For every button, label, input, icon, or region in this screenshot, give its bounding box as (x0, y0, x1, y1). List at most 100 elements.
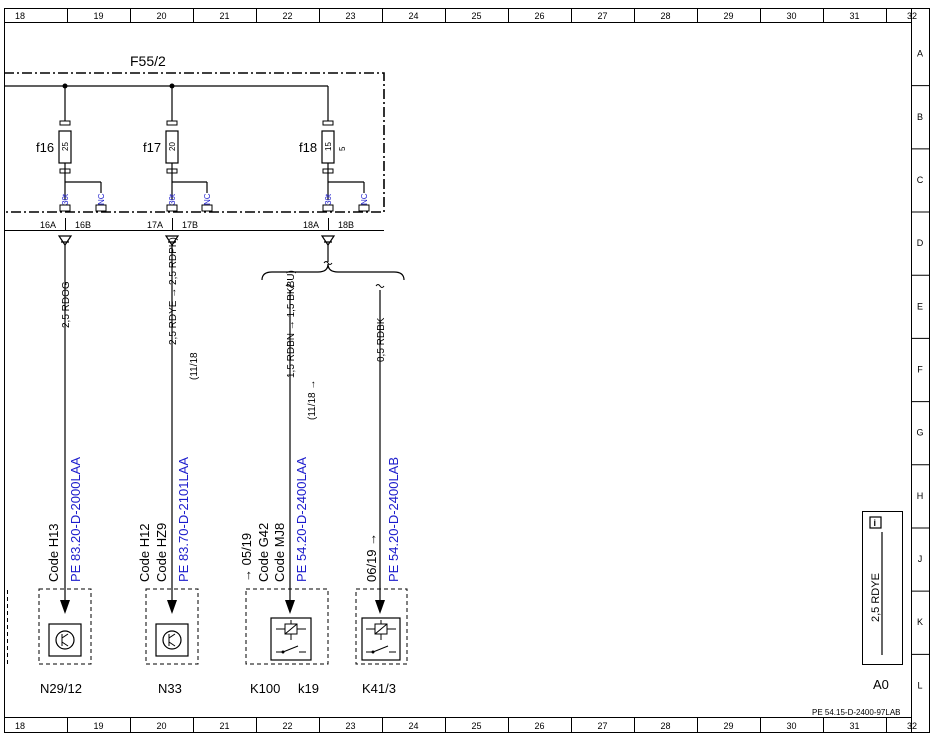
pin-label: NC (360, 193, 369, 205)
fuse-rating: 20 (168, 142, 177, 151)
relay-icon (270, 617, 312, 661)
wire-rdye[interactable] (167, 245, 177, 614)
row-letter: D (917, 238, 924, 248)
wire-rdog[interactable] (60, 245, 70, 614)
diagram-frame (4, 8, 930, 733)
component-code: Code G42 (256, 523, 271, 582)
transistor-icon (155, 623, 189, 657)
column-number: 30 (786, 11, 796, 21)
pin-label: NC (203, 193, 212, 205)
fuse-box-label: F55/2 (130, 53, 166, 69)
component-ref-link[interactable]: PE 54.20-D-2400LAA (294, 457, 309, 582)
component-sub: k19 (298, 681, 319, 696)
column-number: 27 (597, 11, 607, 21)
column-number: 22 (282, 11, 292, 21)
column-number: 24 (408, 721, 418, 731)
document-reference: PE 54.15-D-2400-97LAB (812, 708, 901, 717)
row-letter: E (917, 301, 923, 311)
component-ref-link[interactable]: PE 83.70-D-2101LAA (176, 457, 191, 582)
wire-label: 1,5 RDBN → 1,5 BKBU) (286, 270, 297, 378)
row-letter: F (917, 365, 923, 375)
wire-label: 2,5 RDOG (61, 281, 72, 328)
wire-split (261, 245, 405, 281)
component-code: Code HZ9 (154, 523, 169, 582)
column-number: 23 (345, 721, 355, 731)
row-letter: A (917, 49, 923, 59)
component-name: K41/3 (362, 681, 396, 696)
wire-rdbk[interactable] (375, 284, 385, 615)
component-name: N29/12 (40, 681, 82, 696)
row-letter: C (917, 175, 924, 185)
column-number: 19 (93, 11, 103, 21)
row-letter: L (917, 680, 922, 690)
column-number: 20 (156, 11, 166, 21)
row-letter: B (917, 112, 923, 122)
column-number: 21 (219, 11, 229, 21)
column-number: 30 (786, 721, 796, 731)
connector-pin-label: 18B (338, 220, 354, 230)
column-number: 31 (849, 721, 859, 731)
column-number: 29 (723, 11, 733, 21)
component-code: Code MJ8 (272, 523, 287, 582)
pin-label: 30t (168, 193, 177, 205)
transistor-icon (48, 623, 82, 657)
column-grid: 1818191920202121222223232424252526262727… (15, 8, 917, 732)
component-date: → 05/19 (239, 533, 254, 582)
pin-label: 30t (324, 193, 333, 205)
terminal-symbols (57, 235, 336, 247)
column-number: 18 (15, 721, 25, 731)
column-number: 32 (907, 721, 917, 731)
connector-pin-label: 16B (75, 220, 91, 230)
wire-rdbn[interactable] (285, 284, 295, 615)
component-code: Code H12 (137, 523, 152, 582)
column-number: 20 (156, 721, 166, 731)
fuse-f16[interactable] (58, 86, 107, 212)
component-code: Code H13 (46, 523, 61, 582)
row-letter: K (917, 617, 923, 627)
component-name: K100 (250, 681, 280, 696)
relay-icon (361, 617, 401, 661)
column-number: 24 (408, 11, 418, 21)
pin-label: 30t (61, 193, 70, 205)
column-number: 28 (660, 721, 670, 731)
row-letter: J (918, 554, 923, 564)
column-number: 23 (345, 11, 355, 21)
column-number: 32 (907, 11, 917, 21)
column-number: 26 (534, 721, 544, 731)
component-date: 06/19 → (364, 533, 379, 582)
svg-text:i: i (874, 518, 877, 528)
component-ref-link[interactable]: PE 83.20-D-2000LAA (68, 457, 83, 582)
connector-pin-label: 17B (182, 220, 198, 230)
info-icon[interactable]: i (869, 516, 882, 529)
fuse-name: f16 (36, 140, 54, 155)
fuse-box-outline (4, 72, 385, 213)
column-number: 28 (660, 11, 670, 21)
fuse-rating-side: 5 (338, 146, 347, 151)
fuse-rating: 15 (324, 142, 333, 151)
component-ref-link[interactable]: PE 54.20-D-2400LAB (386, 457, 401, 582)
column-number: 21 (219, 721, 229, 731)
component-k100-outline (245, 588, 329, 665)
column-number: 26 (534, 11, 544, 21)
component-name: N33 (158, 681, 182, 696)
fuse-rating: 25 (61, 142, 70, 151)
column-number: 25 (471, 721, 481, 731)
pin-label: NC (97, 193, 106, 205)
fuse-f17[interactable] (165, 86, 213, 212)
legend-label: A0 (873, 677, 889, 692)
fuse-name: f18 (299, 140, 317, 155)
column-number: 25 (471, 11, 481, 21)
connector-pin-label: 16A (40, 220, 56, 230)
connector-pin-label: 18A (303, 220, 319, 230)
row-letter: G (916, 428, 923, 438)
fuse-f18[interactable] (321, 86, 370, 212)
row-letter: H (917, 491, 924, 501)
column-number: 22 (282, 721, 292, 731)
row-grid: A B C D E F G H J K L (911, 49, 929, 690)
column-number: 29 (723, 721, 733, 731)
column-number: 31 (849, 11, 859, 21)
wire-label: 2,5 RDYE → 2,5 RDPK) (168, 237, 179, 345)
connector-pin-label: 17A (147, 220, 163, 230)
column-number: 19 (93, 721, 103, 731)
